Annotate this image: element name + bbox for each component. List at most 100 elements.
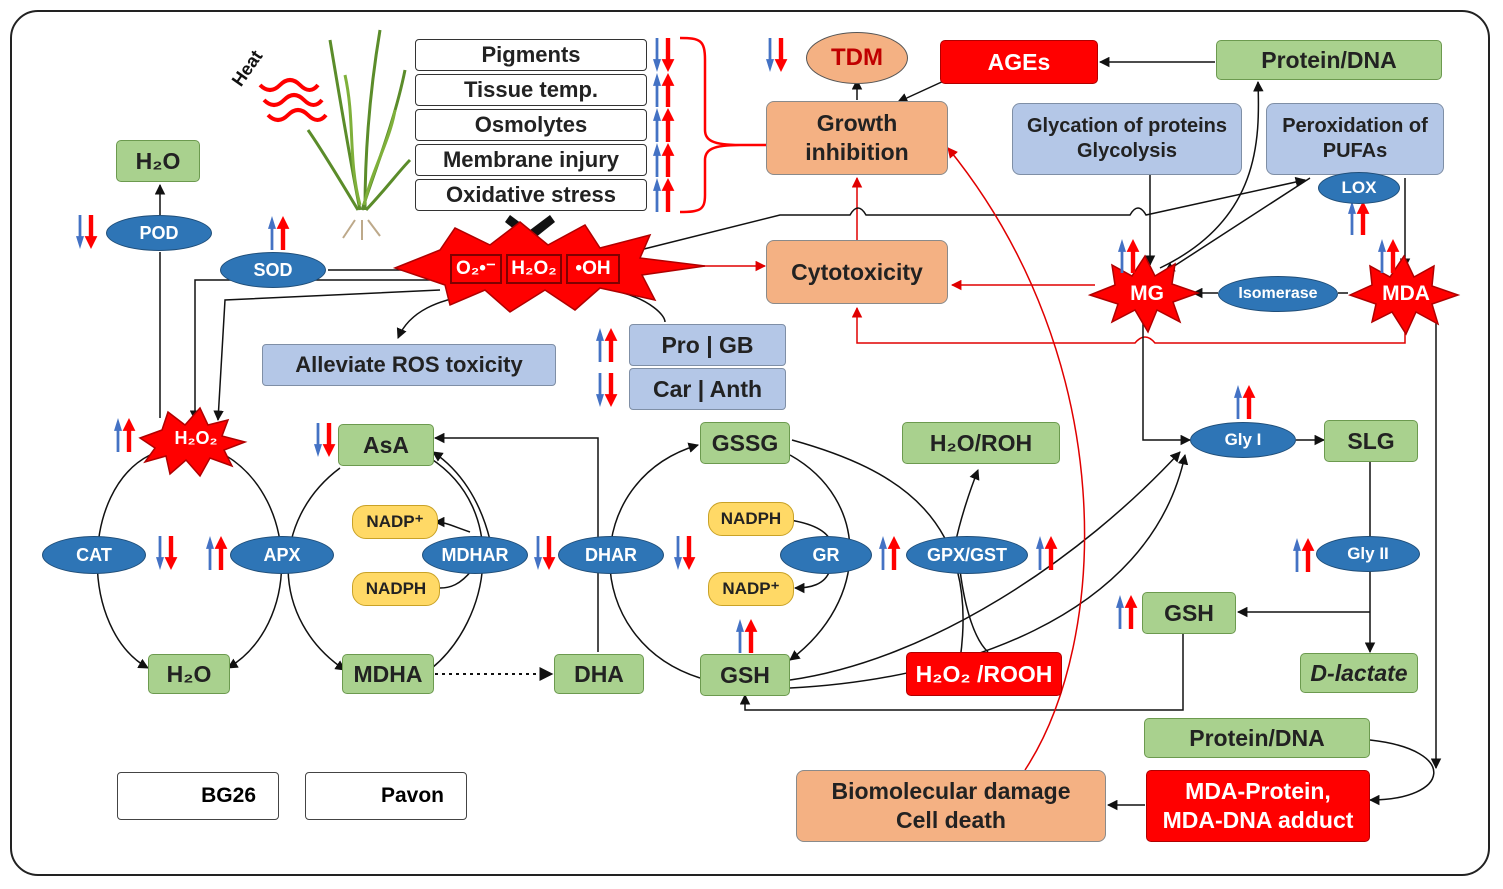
bg26-up-arrow-membrane-injury [653,143,661,177]
gsh-box: GSH [700,654,790,696]
bg26-up-arrow-gly1 [1234,385,1242,419]
pavon-up-arrow-apx [214,536,228,570]
pavon-up-arrow-gsh-right [1124,595,1138,629]
pavon-down-arrow-mdhar [542,536,556,570]
bg26-down-arrow-asa [314,423,322,457]
pavon-up-arrow-lox [1356,201,1370,235]
growth-inhibition-box: Growth inhibition [766,101,948,175]
bg26-down-arrow-tdm [766,38,774,72]
bg26-down-arrow-car-anth [596,373,604,407]
protein-dna-top-box: Protein/DNA [1216,40,1442,80]
d-lactate-box: D-lactate [1300,653,1418,693]
h2o2-burst-label: H₂O₂ [174,428,218,448]
gly1-enzyme: Gly I [1190,422,1296,458]
wheat-plant-icon [306,29,412,240]
cat-enzyme: CAT [42,536,146,574]
trait-oxidative-stress: Oxidative stress [415,179,647,211]
nadph-1: NADPH [352,572,440,606]
gpx-gst-enzyme: GPX/GST [906,536,1028,574]
bg26-up-arrow-gr [879,536,887,570]
bg26-up-arrow-gpx-gst [1036,536,1044,570]
trait-bracket [679,36,741,214]
bg26-up-arrow-mda [1378,239,1386,273]
pavon-up-arrow-h2o2 [122,418,136,452]
alleviate-ros-box: Alleviate ROS toxicity [262,344,556,386]
tdm-node: TDM [806,32,908,84]
heat-waves-icon [258,78,328,122]
bg26-up-arrow-apx [206,536,214,570]
pavon-down-arrow-dhar [682,536,696,570]
pavon-down-arrow-pod [84,215,98,249]
dha-box: DHA [554,654,644,694]
bg26-down-arrow-pigments [653,38,661,72]
lox-enzyme: LOX [1318,172,1400,204]
pavon-down-arrow-asa [322,423,336,457]
bg26-down-arrow-cat [156,536,164,570]
bg26-up-arrow-sod [268,216,276,250]
bg26-up-arrow-pro-gb [596,328,604,362]
pavon-up-arrow-mda [1386,239,1400,273]
apx-enzyme: APX [230,536,334,574]
bg26-up-arrow-osmolytes [653,108,661,142]
bg26-down-arrow-dhar [674,536,682,570]
h2o2-burst [138,406,248,478]
mdhar-enzyme: MDHAR [422,536,528,574]
mg-burst [1087,254,1201,334]
trait-tissue-temp: Tissue temp. [415,74,647,106]
nadp-plus-2: NADP⁺ [708,572,794,606]
mda-label: MDA [1382,282,1430,305]
peroxidation-box: Peroxidation of PUFAs [1266,103,1444,175]
bg26-down-arrow-pod [76,215,84,249]
nadp-plus-1: NADP⁺ [352,505,438,539]
pavon-up-arrow-oxidative-stress [661,178,675,212]
pavon-up-arrow-gly1 [1242,385,1256,419]
bg26-up-arrow-oxidative-stress [653,178,661,212]
pavon-up-arrow-gly2 [1301,538,1315,572]
h2o2-rooh-box: H₂O₂ /ROOH [906,652,1062,696]
car-anth-box: Car | Anth [629,368,786,410]
pavon-up-arrow-gr [887,536,901,570]
gr-enzyme: GR [780,536,872,574]
asa-box: AsA [338,424,434,466]
sod-enzyme: SOD [220,252,326,288]
pavon-down-arrow-pigments [661,38,675,72]
pavon-up-arrow-membrane-injury [661,143,675,177]
bg26-up-arrow-tissue-temp [653,73,661,107]
mdha-box: MDHA [342,654,434,694]
glycation-box: Glycation of proteins Glycolysis [1012,103,1242,175]
hydroxyl-label: •OH [566,254,620,284]
traits-to-ros-arrow [505,215,555,242]
mda-burst [1347,254,1461,336]
bg26-up-arrow-h2o2 [114,418,122,452]
h2o-bottom-box: H₂O [148,654,230,694]
isomerase-enzyme: Isomerase [1218,276,1338,312]
ages-box: AGEs [940,40,1098,84]
pro-gb-box: Pro | GB [629,324,786,366]
gly2-enzyme: Gly II [1316,536,1420,572]
pod-enzyme: POD [106,215,212,251]
nadph-2: NADPH [708,502,794,536]
legend-bg26: BG26 [117,772,279,820]
pavon-up-arrow-mg [1126,239,1140,273]
legend-bg26-label: BG26 [201,784,256,807]
legend-pavon-label: Pavon [380,784,444,807]
bg26-down-arrow-mdhar [534,536,542,570]
pavon-up-arrow-sod [276,216,290,250]
trait-osmolytes: Osmolytes [415,109,647,141]
fold-change-indicators [76,38,1400,653]
pavon-up-arrow-gsh [744,619,758,653]
bg26-up-arrow-lox [1348,201,1356,235]
bg26-up-arrow-gly2 [1293,538,1301,572]
cytotoxicity-box: Cytotoxicity [766,240,948,304]
h2o2-ros-label: H₂O₂ [506,254,562,284]
gsh-right-box: GSH [1142,592,1236,634]
pavon-down-arrow-tdm [774,38,788,72]
bg26-up-arrow-gsh [736,619,744,653]
pavon-down-arrow-car-anth [604,373,618,407]
trait-pigments: Pigments [415,39,647,71]
pavon-up-arrow-pro-gb [604,328,618,362]
slg-box: SLG [1324,420,1418,462]
bg26-up-arrow-gsh-right [1116,595,1124,629]
